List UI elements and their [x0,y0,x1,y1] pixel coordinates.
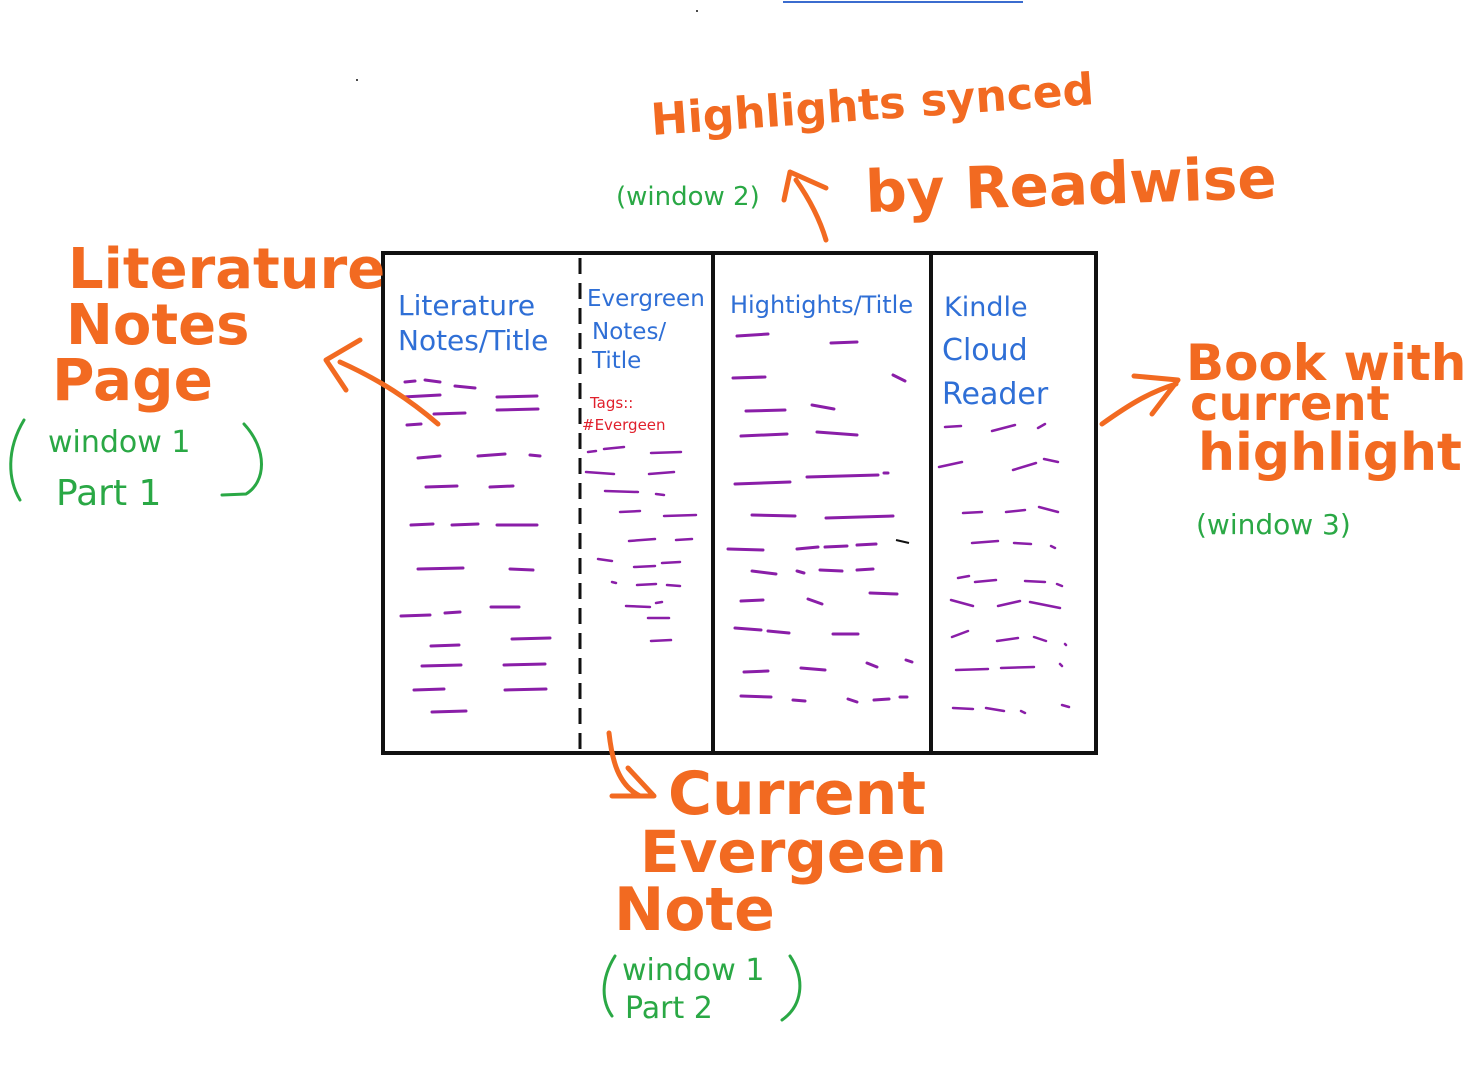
highlights-tick-mark [895,539,910,544]
highlights-synced-line1: Highlights synced [649,64,1095,146]
kindle-panel-line3: Reader [942,377,1049,412]
literature-window-left-paren [9,418,26,502]
evergreen-text-lines [584,445,698,643]
arrow-to-evergreen-note-label [606,730,657,799]
literature-label-line2: Notes [66,293,249,358]
evergreen-tag-value: #Evergeen [582,416,666,434]
book-label-line1: Book with [1186,334,1465,392]
evergreen-label-line2: Evergeen [640,818,947,886]
annotation-current-evergreen-note: Current Evergeen Note window 1 Part 2 [602,759,947,1026]
literature-window-line1: window 1 [48,425,190,460]
screen-frame [381,251,1098,755]
literature-text-lines [399,378,552,714]
annotation-book-with-highlight: Book with current highlight (window 3) [1186,334,1465,541]
annotation-literature-notes-page: Literature Notes Page window 1 Part 1 [9,237,385,514]
arrow-to-book-label [1099,373,1181,427]
book-window-label: (window 3) [1196,508,1351,541]
evergreen-window-line1: window 1 [622,953,764,988]
highlights-text-lines [726,332,914,704]
stray-dot [356,79,358,81]
evergreen-window-right-paren [780,954,802,1022]
panel-literature-notes: Literature Notes/Title [398,289,548,357]
highlights-window-label: (window 2) [616,182,760,212]
highlights-panel-title: Hightights/Title [730,291,913,319]
literature-label-line1: Literature [68,237,385,302]
arrows [323,169,1181,799]
kindle-panel-line2: Cloud [942,333,1028,368]
panel-highlights: Hightights/Title [730,291,913,319]
arrow-to-highlights-label [781,169,829,243]
evergreen-window-left-paren [602,954,617,1018]
literature-label-line3: Page [52,346,213,414]
kindle-panel-line1: Kindle [944,292,1028,323]
evergreen-label-line1: Current [668,759,926,829]
panel-kindle-cloud-reader: Kindle Cloud Reader [942,292,1049,412]
literature-window-line2: Part 1 [56,473,161,514]
literature-window-right-paren [220,422,263,497]
highlights-synced-line2: by Readwise [864,144,1278,226]
literature-panel-line2: Notes/Title [398,324,548,357]
book-label-line3: highlight [1198,423,1462,483]
evergreen-tags-label: Tags:: [589,394,633,412]
panel-evergreen-notes: Evergreen Notes/ Title Tags:: #Evergeen [582,286,705,434]
evergreen-window-line2: Part 2 [625,991,713,1026]
book-label-line2: current [1190,376,1390,432]
evergreen-label-line3: Note [614,875,775,945]
literature-panel-line1: Literature [398,289,535,322]
annotation-highlights-synced: Highlights synced by Readwise (window 2) [616,64,1278,226]
kindle-text-lines [937,422,1071,715]
arrow-to-literature-label [323,337,441,427]
evergreen-panel-line1: Evergreen [587,286,705,312]
evergreen-panel-line2: Notes/ [592,319,666,345]
evergreen-panel-line3: Title [591,348,641,374]
stray-dot [696,10,698,12]
